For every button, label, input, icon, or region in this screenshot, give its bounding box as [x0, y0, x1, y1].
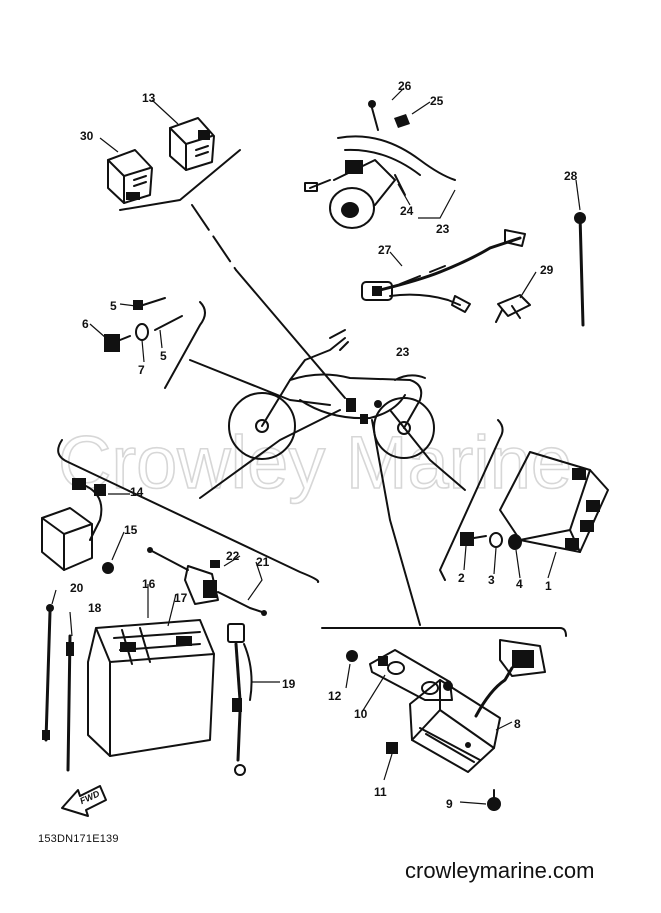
- battery-cable-18: [66, 634, 74, 772]
- rectifier-regulator-8: [409, 639, 546, 811]
- callout-numbers: 30 13 26 25 24 23 28 27 29 5 6 7 5 23 14…: [70, 79, 578, 811]
- relay-13: [169, 117, 215, 171]
- starter-relay-21: [147, 547, 267, 616]
- callout-5-lower: 5: [160, 349, 167, 363]
- callout-25: 25: [430, 94, 444, 108]
- group-bracket-ecu: [439, 419, 504, 581]
- spark-plug-cap-28: [574, 212, 586, 327]
- callout-26: 26: [398, 79, 412, 93]
- forward-arrow-icon: FWD: [61, 785, 107, 817]
- site-url: crowleymarine.com: [405, 858, 595, 883]
- bolt-set: [104, 297, 183, 352]
- watermark-text: Crowley Marine: [58, 421, 572, 504]
- relay-30: [107, 149, 153, 204]
- group-bracket-rectifier: [321, 627, 567, 637]
- callout-19: 19: [282, 677, 296, 691]
- callout-13: 13: [142, 91, 156, 105]
- callout-17: 17: [174, 591, 188, 605]
- callout-23-top: 23: [436, 222, 450, 236]
- callout-30: 30: [80, 129, 94, 143]
- motorcycle-outline: [228, 329, 435, 460]
- callout-29: 29: [540, 263, 554, 277]
- callout-22: 22: [226, 549, 240, 563]
- battery-16: [87, 619, 215, 757]
- wire-harness-27: [361, 229, 526, 313]
- callout-4: 4: [516, 577, 523, 591]
- starter-solenoid: [304, 100, 456, 229]
- callout-20: 20: [70, 581, 84, 595]
- callout-3: 3: [488, 573, 495, 587]
- callout-28: 28: [564, 169, 578, 183]
- group-bracket-bolts: [164, 301, 206, 389]
- callout-6: 6: [82, 317, 89, 331]
- callout-2: 2: [458, 571, 465, 585]
- callout-11: 11: [374, 785, 387, 799]
- callout-leaders: [51, 87, 581, 805]
- group-bracket-relays: [119, 149, 241, 211]
- leader-lines: [189, 204, 466, 626]
- callout-9: 9: [446, 797, 453, 811]
- callout-16: 16: [142, 577, 156, 591]
- callout-18: 18: [88, 601, 102, 615]
- flasher-relay-14: [41, 478, 114, 574]
- callout-1: 1: [545, 579, 552, 593]
- callout-24: 24: [400, 204, 414, 218]
- bracket-10: [346, 649, 453, 754]
- callout-21: 21: [256, 555, 270, 569]
- battery-cable-20: [42, 604, 54, 742]
- callout-12: 12: [328, 689, 342, 703]
- callout-10: 10: [354, 707, 368, 721]
- starter-cable-19: [227, 623, 253, 776]
- callout-8: 8: [514, 717, 521, 731]
- coupler-29: [495, 294, 531, 323]
- callout-15: 15: [124, 523, 138, 537]
- callout-5-upper: 5: [110, 299, 117, 313]
- group-bracket-battery: [57, 439, 320, 583]
- cdi-unit-1: [460, 451, 609, 553]
- callout-7: 7: [138, 363, 145, 377]
- callout-14: 14: [130, 485, 144, 499]
- drawing-code: 153DN171E139: [38, 833, 119, 845]
- callout-27: 27: [378, 243, 392, 257]
- callout-23-bike: 23: [396, 345, 410, 359]
